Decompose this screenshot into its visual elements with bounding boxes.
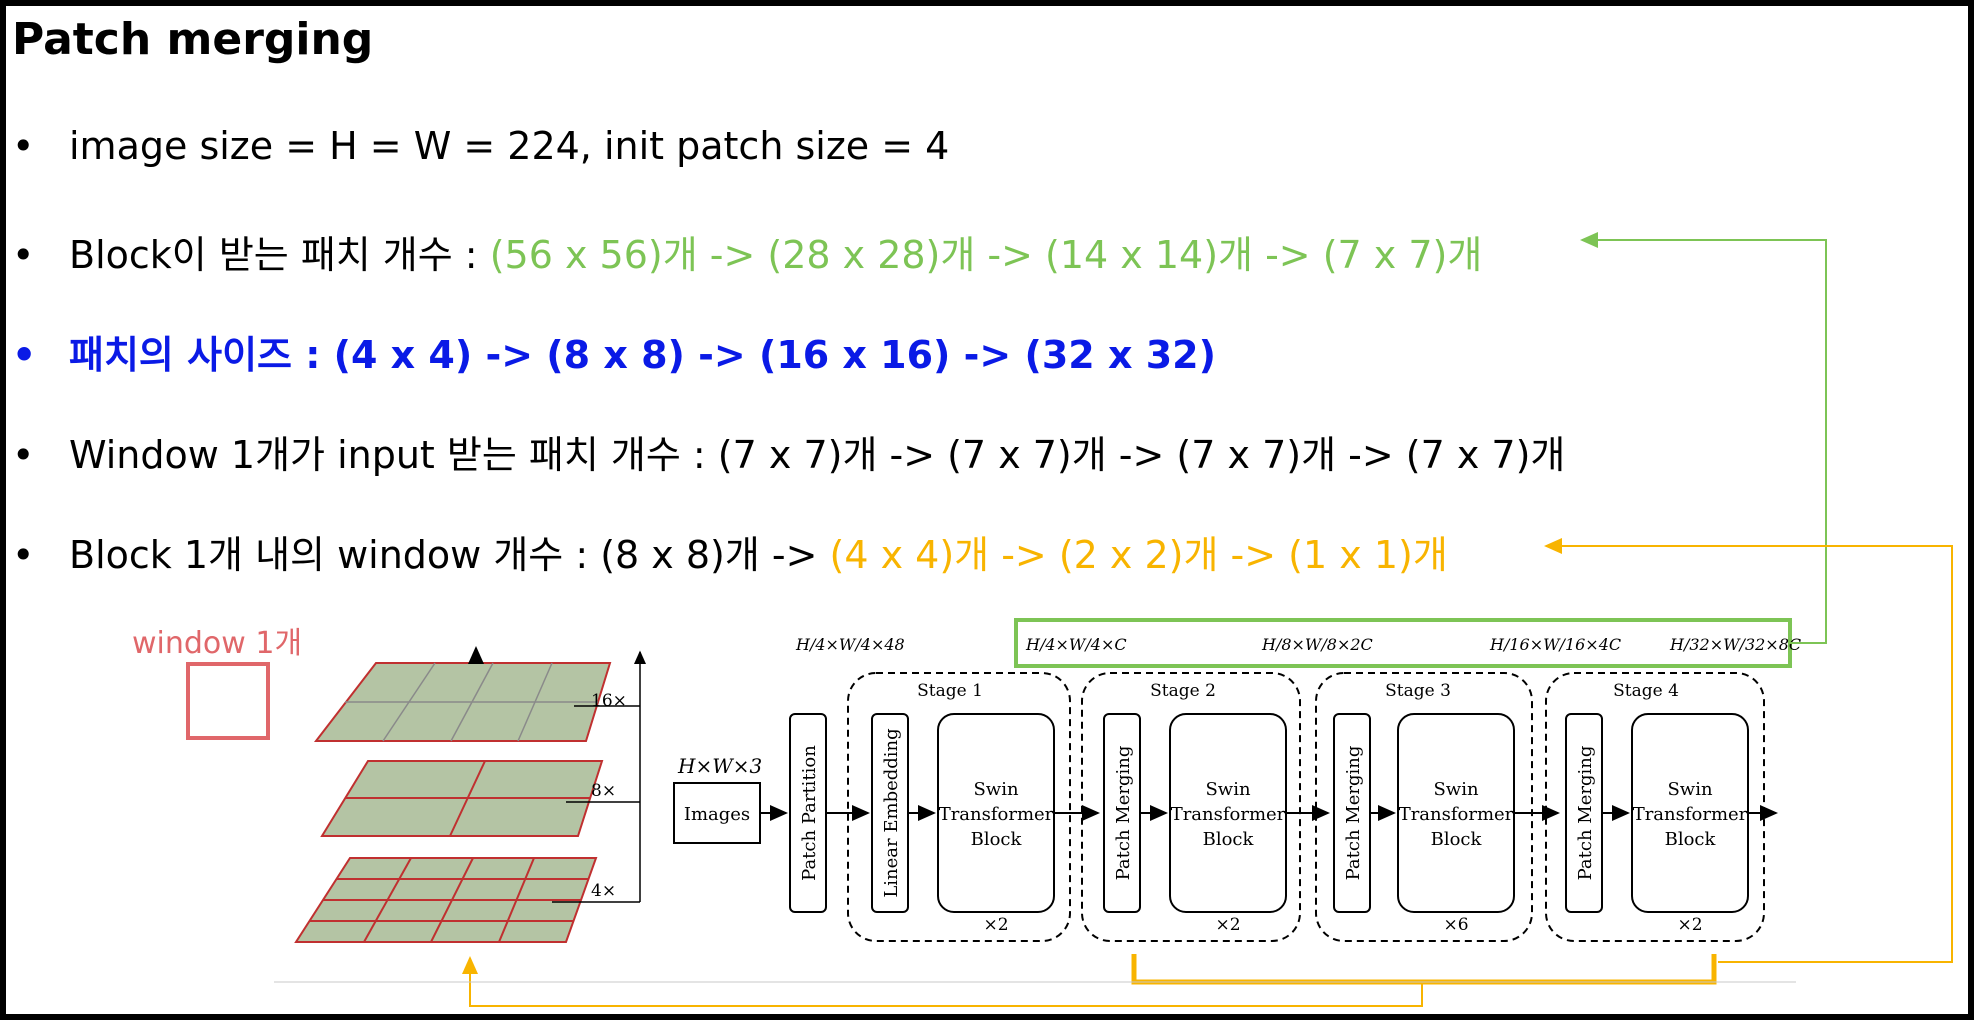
bullet-window-patch-count: • Window 1개가 input 받는 패치 개수 : (7 x 7)개 ->… — [12, 424, 1565, 479]
bullet-dot: • — [12, 124, 35, 168]
stage-1-container — [847, 672, 1071, 942]
bullet-prefix: Block 1개 내의 window 개수 : (8 x 8)개 -> — [69, 533, 830, 577]
bullet-patch-size: • 패치의 사이즈 : (4 x 4) -> (8 x 8) -> (16 x 1… — [12, 324, 1216, 379]
linear-embedding-label: Linear Embedding — [881, 728, 902, 897]
swin-block-text: Transformer — [1399, 804, 1514, 825]
stage-4-container — [1545, 672, 1765, 942]
swin-architecture: H×W×3 Images Patch Partition H/4×W/4×48 … — [673, 618, 1801, 942]
stage-1-label: Stage 1 — [917, 681, 983, 701]
slide: Patch merging • image size = H = W = 224,… — [6, 6, 1968, 1014]
swin-block-text: Block — [1665, 829, 1717, 850]
scale-label-8x: 8× — [591, 781, 616, 801]
stage-2-repeat: ×2 — [1215, 915, 1240, 935]
scale-label-16x: 16× — [591, 691, 627, 711]
bullet-prefix: Block이 받는 패치 개수 : — [69, 233, 490, 277]
swin-block-text: Transformer — [1171, 804, 1286, 825]
diagram-svg: 16× 8× 4× H×W×3 Images Patch Partition H… — [274, 232, 1953, 1007]
swin-block-text: Swin — [973, 779, 1018, 800]
bullet-dot: • — [12, 433, 35, 477]
orange-connector-arrow — [1544, 538, 1953, 963]
images-label: Images — [684, 804, 750, 825]
swin-block-text: Transformer — [1633, 804, 1748, 825]
patch-merging-label: Patch Merging — [1113, 746, 1134, 881]
patch-partition-label: Patch Partition — [799, 745, 820, 881]
images-box — [673, 782, 761, 844]
grid-line — [498, 857, 535, 943]
page-title: Patch merging — [12, 14, 374, 65]
patch-merging-label: Patch Merging — [1343, 746, 1364, 881]
dim-label-stage2: H/8×W/8×2C — [1261, 635, 1373, 654]
swin-block-text: Swin — [1205, 779, 1250, 800]
swin-block-text: Swin — [1667, 779, 1712, 800]
scale-label-4x: 4× — [591, 881, 616, 901]
stage-3-container — [1315, 672, 1533, 942]
dim-label-stage1: H/4×W/4×C — [1025, 635, 1127, 654]
grid-line — [517, 662, 553, 742]
grid-line — [449, 760, 486, 837]
input-dim-label: H×W×3 — [677, 754, 762, 778]
bullet-window-count: • Block 1개 내의 window 개수 : (8 x 8)개 -> (4 … — [12, 524, 1448, 579]
bullet-dot: • — [12, 333, 37, 377]
stage-3-repeat: ×6 — [1443, 915, 1468, 935]
bullet-dot: • — [12, 533, 35, 577]
bullet-block-patch-count: • Block이 받는 패치 개수 : (56 x 56)개 -> (28 x 2… — [12, 224, 1482, 279]
swin-block-text: Swin — [1433, 779, 1478, 800]
stage-1-repeat: ×2 — [983, 915, 1008, 935]
bullet-text: 패치의 사이즈 : (4 x 4) -> (8 x 8) -> (16 x 16… — [69, 333, 1216, 377]
grid-line — [382, 662, 436, 742]
green-connector-arrow — [1580, 232, 1827, 644]
swin-block-text: Transformer — [939, 804, 1054, 825]
grid-line — [450, 662, 494, 742]
grid-line — [363, 857, 412, 943]
swin-block-text: Block — [1431, 829, 1483, 850]
stage-4-label: Stage 4 — [1613, 681, 1679, 701]
window-label: window 1개 — [132, 626, 303, 661]
bullet-dot: • — [12, 233, 35, 277]
dim-label-stage4: H/32×W/32×8C — [1669, 635, 1801, 654]
swin-block-text: Block — [971, 829, 1023, 850]
orange-stage-bracket — [1131, 954, 1717, 985]
dim-label-stage3: H/16×W/16×4C — [1489, 635, 1621, 654]
hierarchical-feature-pyramid: 16× 8× 4× — [294, 646, 646, 943]
bullet-text: image size = H = W = 224, init patch siz… — [69, 124, 950, 168]
window-box — [186, 662, 270, 740]
stage-4-repeat: ×2 — [1677, 915, 1702, 935]
dim-label-stage0: H/4×W/4×48 — [795, 635, 905, 654]
patch-merging-label: Patch Merging — [1575, 746, 1596, 881]
bullet-image-size: • image size = H = W = 224, init patch si… — [12, 124, 949, 168]
stage-2-label: Stage 2 — [1150, 681, 1216, 701]
stage-2-container — [1081, 672, 1301, 942]
stage-3-label: Stage 3 — [1385, 681, 1451, 701]
bullet-highlight: (4 x 4)개 -> (2 x 2)개 -> (1 x 1)개 — [829, 533, 1448, 577]
bullet-text: Window 1개가 input 받는 패치 개수 : (7 x 7)개 -> … — [69, 433, 1566, 477]
swin-block-text: Block — [1203, 829, 1255, 850]
bullet-highlight: (56 x 56)개 -> (28 x 28)개 -> (14 x 14)개 -… — [489, 233, 1483, 277]
grid-line — [430, 857, 474, 943]
